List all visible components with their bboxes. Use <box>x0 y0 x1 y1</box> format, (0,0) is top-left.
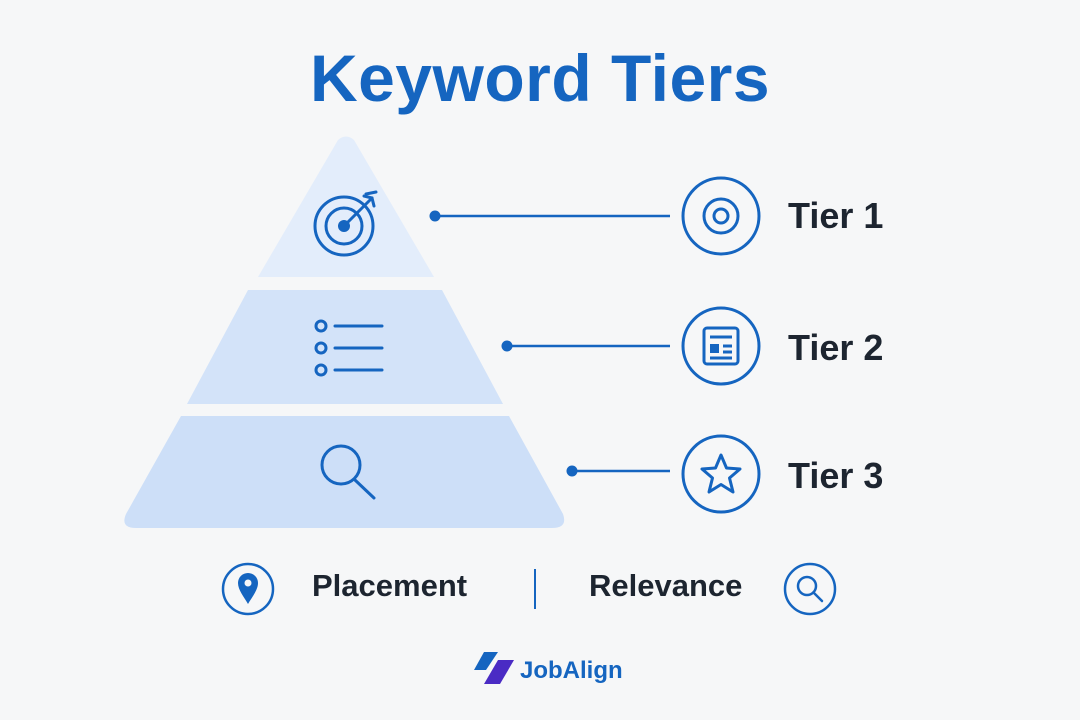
connector-tier-2 <box>501 340 670 352</box>
page-title: Keyword Tiers <box>309 41 771 115</box>
legend-relevance-label: Relevance <box>589 568 743 603</box>
star-icon <box>681 434 761 514</box>
pyramid-tier-3 <box>124 416 565 528</box>
bullet-list-icon <box>314 319 384 377</box>
jobalign-logo-icon <box>474 652 514 684</box>
location-pin-icon <box>221 562 275 616</box>
legend-placement-label: Placement <box>312 568 468 603</box>
tier-label-1: Tier 1 <box>788 195 884 236</box>
tier-label-2: Tier 2 <box>788 327 884 368</box>
bullseye-icon <box>681 176 761 256</box>
tier-label-3: Tier 3 <box>788 455 884 496</box>
connector-tier-3 <box>566 465 670 477</box>
search-icon <box>783 562 837 616</box>
target-arrow-icon <box>313 190 378 257</box>
connector-tier-1 <box>429 210 670 222</box>
brand-name: JobAlign <box>520 657 623 684</box>
document-icon <box>681 306 761 386</box>
magnifier-icon <box>320 444 376 500</box>
